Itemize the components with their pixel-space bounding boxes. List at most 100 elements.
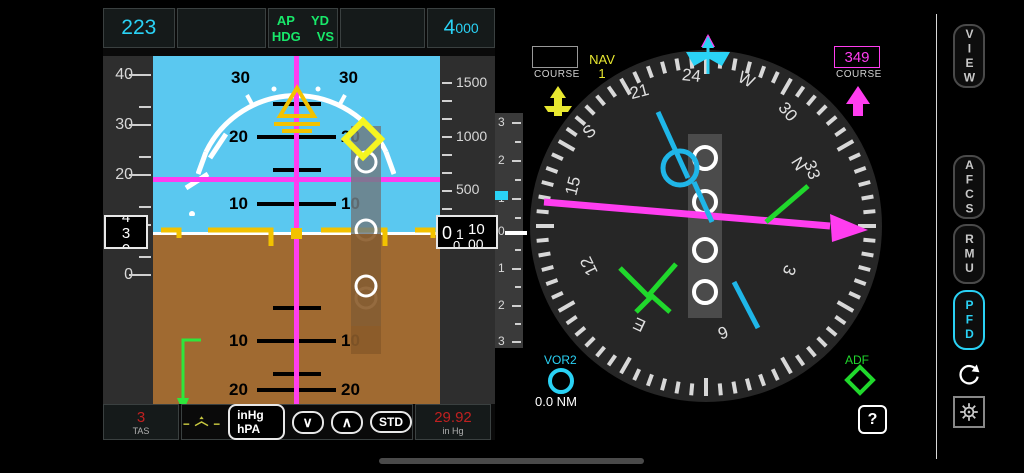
pitch-bar-dn-5a: [273, 306, 295, 310]
vsi-tick-up15: [515, 179, 521, 181]
airspeed-tick-5: [139, 256, 151, 258]
vsi-tick-dn1: [512, 268, 521, 270]
pitch-bar-up-25b: [299, 102, 321, 106]
pitch-bar-up-15a: [273, 168, 295, 172]
vsi-tick-up05: [515, 217, 521, 219]
pitch-label-up-20-left: 20: [229, 127, 248, 146]
airspeed-bug-value: 223: [121, 16, 157, 39]
airspeed-tick-20: [129, 174, 151, 176]
baro-setting-cell[interactable]: 29.92 in Hg: [415, 404, 491, 440]
bank-pointer-ticks-left: [184, 132, 229, 216]
pitch-bar-dn-15a: [273, 372, 295, 376]
right-sidebar: VIEW AFCS RMU PFD: [936, 0, 1024, 473]
vsi-label-dn-1: 1: [498, 261, 505, 275]
altitude-readout-box[interactable]: 0 1 10 0 00: [436, 215, 498, 249]
airspeed-bug-cell[interactable]: 223: [103, 8, 175, 48]
adf-diamond-icon: [844, 364, 876, 396]
altitude-tick-h: [442, 208, 452, 210]
baro-controls-cell: inHg hPA ∨ ∧ STD: [181, 404, 413, 440]
altitude-digit-thousands: 0: [442, 223, 453, 243]
help-button[interactable]: ?: [858, 405, 887, 434]
vertical-speed-pointer: [505, 231, 527, 235]
gear-icon[interactable]: [953, 396, 985, 428]
course-left-box[interactable]: [532, 46, 578, 68]
annunciator-blank-right[interactable]: [339, 8, 426, 48]
vsi-tick-dn15: [515, 286, 521, 288]
vsi-tick-dn3: [512, 341, 521, 343]
altitude-tick-e: [442, 154, 452, 156]
vsi-tick-up3: [512, 122, 521, 124]
annunciator-blank-left[interactable]: [176, 8, 267, 48]
sidebar-divider: [936, 14, 937, 459]
vsi-tick-up25: [515, 141, 521, 143]
pfd-button[interactable]: PFD: [953, 290, 985, 350]
vertical-speed-bug[interactable]: [495, 191, 508, 200]
units-toggle-button[interactable]: inHg hPA: [228, 404, 285, 440]
airspeed-tick-35: [139, 106, 151, 108]
pfd-button-label: PFD: [962, 298, 977, 342]
airspeed-digit-upper: 4: [121, 215, 131, 226]
airspeed-tick-30: [129, 124, 151, 126]
pitch-bar-dn-5b: [299, 306, 321, 310]
tas-cell[interactable]: 3 TAS: [103, 404, 179, 440]
hdg-annunciator: HDG: [271, 28, 301, 44]
altitude-tick-g: [442, 190, 452, 192]
attitude-inner: 10 10 20 20 30 30 10 10: [153, 56, 440, 404]
altitude-preselect-major: 4: [443, 16, 456, 39]
vsi-tick-dn2: [512, 305, 521, 307]
bottom-scrollbar[interactable]: [379, 458, 644, 464]
altitude-digit-tens: 10: [468, 221, 485, 238]
course-right-box[interactable]: 349: [834, 46, 880, 68]
baro-value: 29.92: [434, 408, 472, 426]
hdg-vs-row: HDG VS: [272, 29, 334, 44]
vor2-bearing-needle: [655, 110, 761, 330]
altitude-digit-sub-left: 0: [453, 238, 461, 249]
airspeed-digit-current: 3: [121, 225, 131, 242]
baro-decrease-button[interactable]: ∨: [291, 410, 324, 434]
wing-reference-bars: [161, 227, 436, 246]
vsi-tick-up1: [512, 198, 521, 200]
slip-skid-indicator: [183, 416, 220, 427]
flight-director-horizontal-bar: [153, 177, 440, 182]
view-button[interactable]: VIEW: [953, 24, 985, 88]
altitude-preselect-minor: 000: [455, 20, 479, 36]
airspeed-tick-40: [129, 74, 151, 76]
nav-source-label: NAV 1: [582, 53, 622, 80]
attitude-indicator[interactable]: 10 10 20 20 30 30 10 10: [153, 56, 440, 404]
altitude-tick-d: [442, 136, 452, 138]
vsi-label-zero: 0: [498, 224, 505, 238]
airspeed-label-20: 20: [115, 166, 133, 183]
rmu-button-label: RMU: [962, 232, 977, 276]
vsi-tick-up2: [512, 160, 521, 162]
altitude-label-500: 500: [456, 181, 480, 197]
vsi-tick-dn25: [515, 323, 521, 325]
std-baro-button[interactable]: STD: [370, 411, 412, 433]
vertical-speed-indicator[interactable]: 3 2 1 0 1 2 3: [495, 113, 527, 348]
horizontal-situation-indicator: COURSE NAV 1 349 COURSE: [510, 8, 920, 440]
bearing-pointer-magenta-icon: [846, 86, 870, 116]
compass-rose[interactable]: N 3 6 E 12 15 S 21 24 W 30 33: [530, 50, 882, 402]
airspeed-tick-15: [139, 206, 151, 208]
course-left-label: COURSE: [534, 69, 580, 80]
altitude-label-1000: 1000: [456, 128, 488, 144]
nav-source-name: NAV: [589, 52, 615, 67]
bearing-pointer-yellow-icon: [544, 86, 572, 116]
refresh-icon[interactable]: [953, 358, 985, 390]
pitch-bar-dn-15b: [299, 372, 321, 376]
airspeed-readout-box[interactable]: 4 3 0: [104, 215, 148, 249]
heading-bug-and-track-arrow[interactable]: [682, 30, 734, 74]
altitude-tick-f: [442, 172, 452, 174]
compass-minor-ticks: [536, 56, 876, 396]
baro-increase-button[interactable]: ∧: [330, 410, 363, 434]
autopilot-modes-cell[interactable]: AP YD HDG VS: [268, 8, 338, 48]
vor2-label: VOR2: [544, 353, 577, 367]
airspeed-digit-lower: 0: [106, 241, 146, 247]
afcs-button[interactable]: AFCS: [953, 155, 985, 219]
rmu-button[interactable]: RMU: [953, 224, 985, 284]
pitch-label-dn-20-left: 20: [229, 380, 248, 399]
nav-source-number: 1: [598, 65, 606, 81]
airspeed-tick-0: [129, 274, 151, 276]
vsi-label-dn-2: 2: [498, 298, 505, 312]
